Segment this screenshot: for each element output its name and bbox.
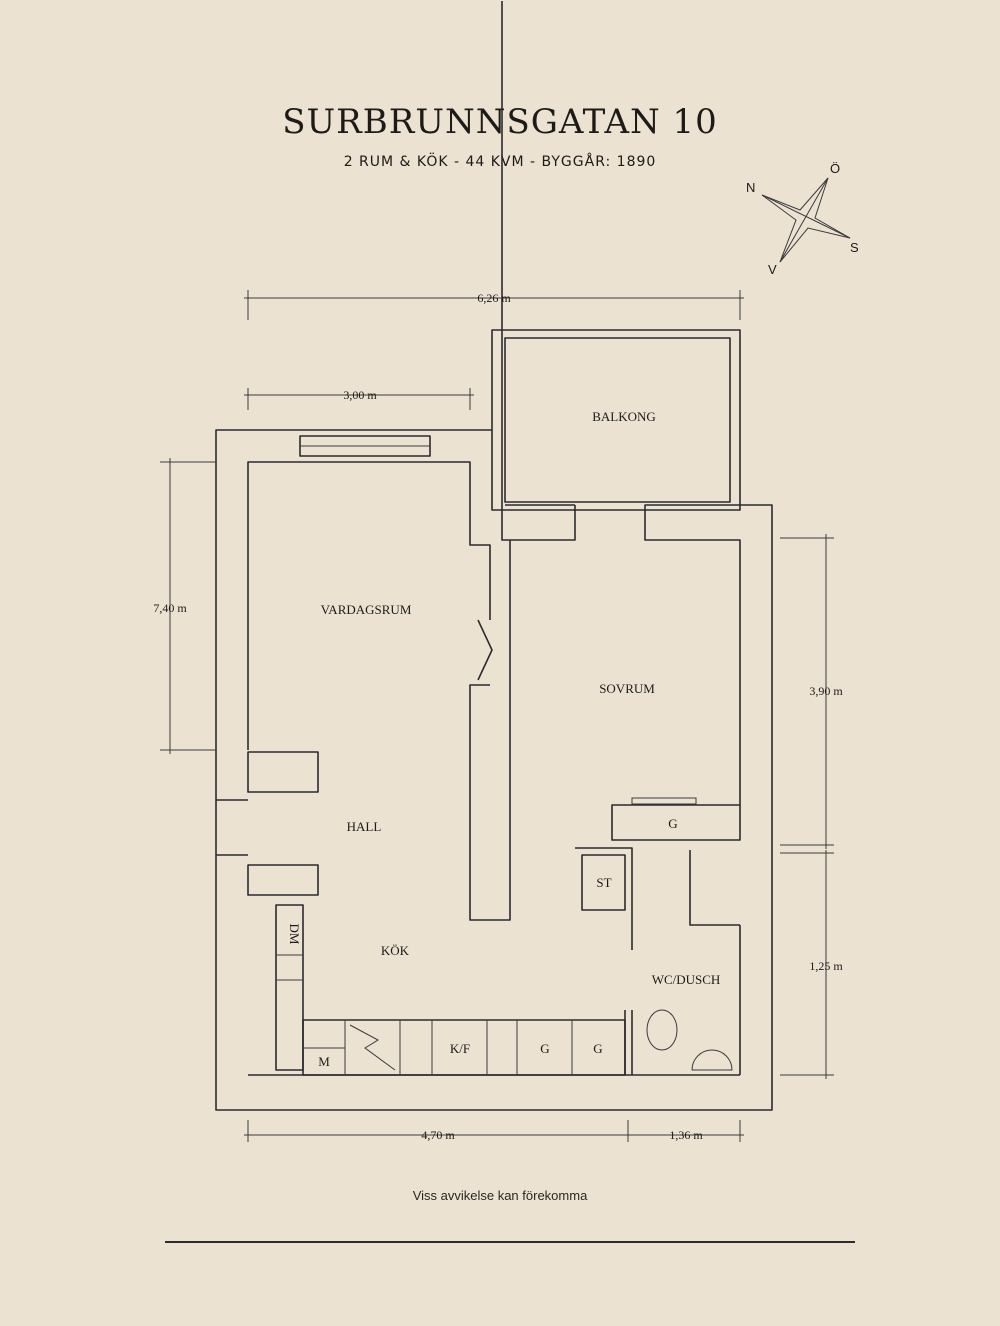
page-title: SURBRUNNSGATAN 10 <box>282 102 718 142</box>
room-sovrum: SOVRUM <box>599 681 655 696</box>
property-summary: 2 RUM & KÖK - 44 KVM - BYGGÅR: 1890 <box>343 154 657 170</box>
wardrobe-g: G <box>668 816 677 831</box>
room-wc: WC/DUSCH <box>652 972 721 987</box>
walls <box>215 1 773 1111</box>
compass-n: N <box>746 180 755 195</box>
dimension-lines <box>160 290 834 1142</box>
dim-right-wc: 1,25 m <box>809 959 843 973</box>
microwave-m: M <box>318 1054 330 1069</box>
disclaimer: Viss avvikelse kan förekomma <box>412 1188 588 1203</box>
compass-s: S <box>850 240 859 255</box>
room-hall: HALL <box>347 819 382 834</box>
dim-right-bedroom: 3,90 m <box>809 684 843 698</box>
shower-icon <box>691 1049 733 1071</box>
dim-top-total: 6,26 m <box>477 291 511 305</box>
room-kok: KÖK <box>381 943 410 958</box>
dim-bottom-main: 4,70 m <box>421 1128 455 1142</box>
compass-w: V <box>768 262 777 277</box>
compass-rose-icon: N Ö S V <box>746 161 859 277</box>
cabinet-g-2: G <box>593 1041 602 1056</box>
fridge-freezer-kf: K/F <box>450 1041 470 1056</box>
dishwasher-dm: DM <box>287 924 302 945</box>
room-vardagsrum: VARDAGSRUM <box>321 602 412 617</box>
dim-top-living: 3,00 m <box>343 388 377 402</box>
dim-left-living: 7,40 m <box>153 601 187 615</box>
closet-st: ST <box>596 875 611 890</box>
toilet-icon <box>646 1009 678 1051</box>
room-balkong: BALKONG <box>592 409 656 424</box>
compass-e: Ö <box>830 161 840 176</box>
dim-bottom-wc: 1,36 m <box>669 1128 703 1142</box>
cabinet-g-1: G <box>540 1041 549 1056</box>
